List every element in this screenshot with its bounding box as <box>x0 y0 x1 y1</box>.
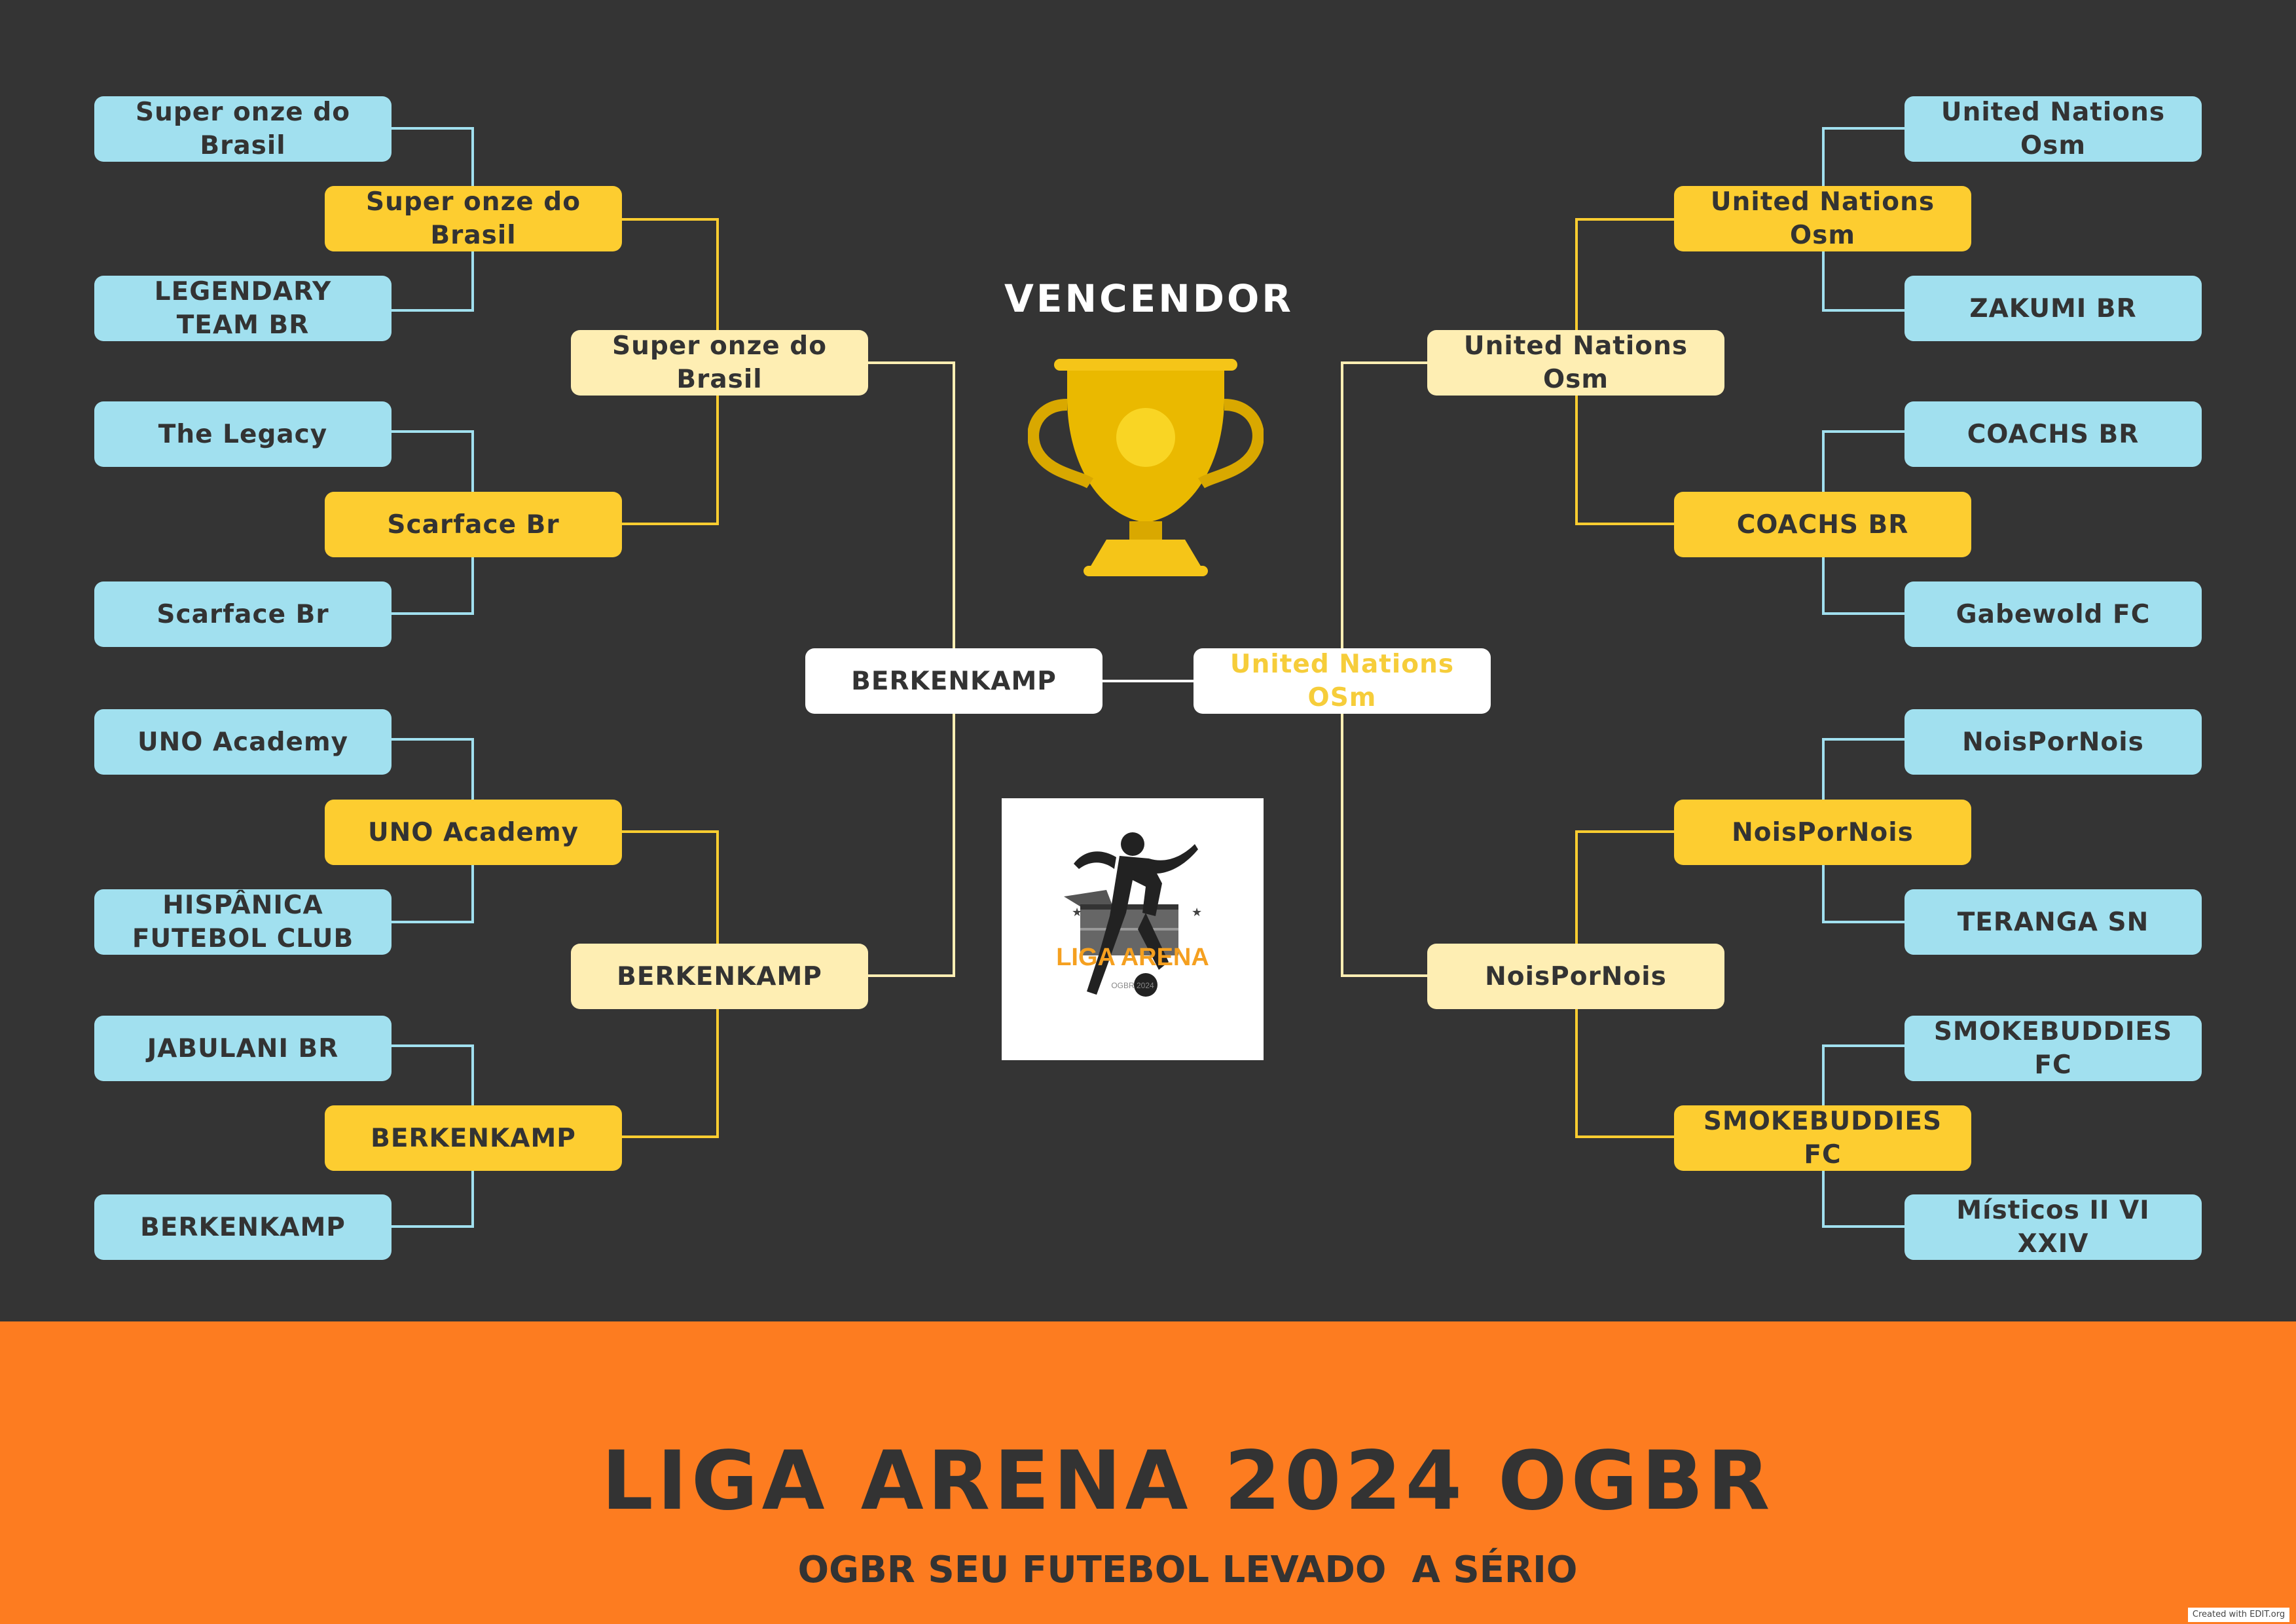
left-round1-team-8: BERKENKAMP <box>94 1194 392 1260</box>
connector-line <box>622 830 719 1138</box>
connector-line <box>622 218 719 525</box>
left-round1-team-6: HISPÂNICA FUTEBOL CLUB <box>94 889 392 955</box>
trophy-icon <box>1028 359 1264 576</box>
right-round1-team-5: NoisPorNois <box>1904 709 2202 775</box>
player-silhouette-icon: ★ ★ LIGA ARENA OGBR 2024 <box>1056 832 1209 997</box>
bracket-area: Super onze do Brasil LEGENDARY TEAM BR T… <box>94 96 2202 1260</box>
right-round1-team-3: COACHS BR <box>1904 401 2202 467</box>
right-round1-team-1: United Nations Osm <box>1904 96 2202 162</box>
connector-line <box>868 361 955 977</box>
final-left-team: BERKENKAMP <box>805 648 1102 714</box>
left-round1-team-4: Scarface Br <box>94 581 392 647</box>
left-semifinal-team-1: Super onze do Brasil <box>571 330 868 396</box>
left-round2-team-2: Scarface Br <box>325 492 622 557</box>
right-round1-team-8: Místicos II VI XXIV <box>1904 1194 2202 1260</box>
left-semifinal-team-2: BERKENKAMP <box>571 944 868 1009</box>
left-round1-team-3: The Legacy <box>94 401 392 467</box>
right-round2-team-1: United Nations Osm <box>1674 186 1971 251</box>
right-semifinal-team-2: NoisPorNois <box>1427 944 1724 1009</box>
left-round1-team-5: UNO Academy <box>94 709 392 775</box>
liga-arena-logo: ★ ★ LIGA ARENA OGBR 2024 <box>1002 798 1264 1060</box>
right-round2-team-2: COACHS BR <box>1674 492 1971 557</box>
right-round1-team-2: ZAKUMI BR <box>1904 276 2202 341</box>
logo-subtext: OGBR 2024 <box>1111 981 1154 990</box>
page-title: LIGA ARENA 2024 OGBR <box>601 1434 1774 1528</box>
left-round2-team-3: UNO Academy <box>325 800 622 865</box>
right-round2-team-3: NoisPorNois <box>1674 800 1971 865</box>
svg-text:★: ★ <box>1192 906 1202 919</box>
left-round1-team-2: LEGENDARY TEAM BR <box>94 276 392 341</box>
left-round2-team-4: BERKENKAMP <box>325 1105 622 1171</box>
winner-heading: VENCENDOR <box>1004 276 1294 321</box>
right-round2-team-4: SMOKEBUDDIES FC <box>1674 1105 1971 1171</box>
logo-text: LIGA ARENA <box>1056 944 1209 971</box>
final-right-team: United Nations OSm <box>1194 648 1491 714</box>
page-subtitle: OGBR SEU FUTEBOL LEVADO A SÉRIO <box>797 1549 1578 1591</box>
left-round2-team-1: Super onze do Brasil <box>325 186 622 251</box>
connector-line <box>1575 830 1674 1138</box>
connector-line <box>1341 361 1427 977</box>
right-round1-team-4: Gabewold FC <box>1904 581 2202 647</box>
right-round1-team-7: SMOKEBUDDIES FC <box>1904 1016 2202 1081</box>
right-round1-team-6: TERANGA SN <box>1904 889 2202 955</box>
left-round1-team-7: JABULANI BR <box>94 1016 392 1081</box>
svg-text:★: ★ <box>1072 906 1082 919</box>
connector-line <box>1575 218 1674 525</box>
credit-badge: Created with EDIT.org <box>2188 1608 2289 1622</box>
right-semifinal-team-1: United Nations Osm <box>1427 330 1724 396</box>
footer-banner <box>0 1321 2296 1624</box>
left-round1-team-1: Super onze do Brasil <box>94 96 392 162</box>
